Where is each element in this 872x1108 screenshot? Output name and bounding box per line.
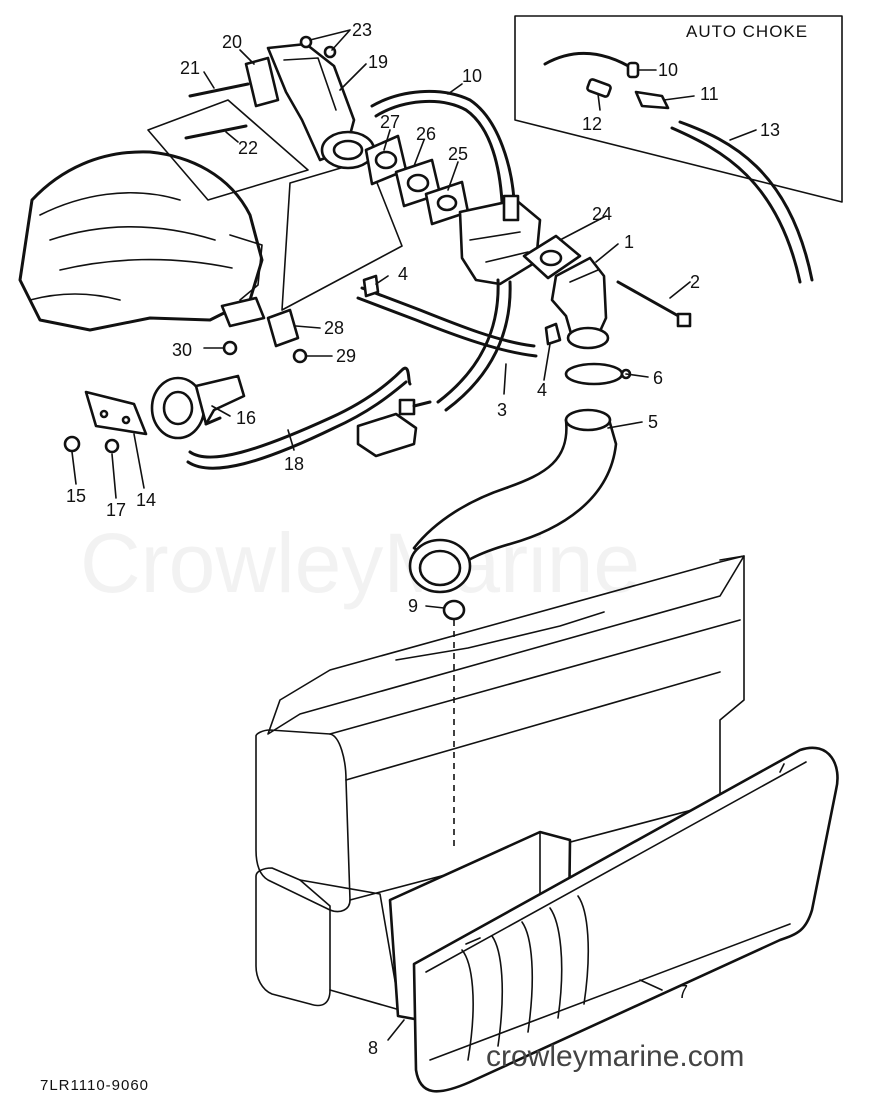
callout-23: 23 (352, 20, 372, 40)
callout-10: 10 (462, 66, 482, 86)
nut-17 (104, 438, 120, 454)
grommet-9 (442, 599, 466, 621)
callout-1: 1 (624, 232, 634, 252)
choke-hose-13 (678, 120, 814, 282)
callout-3: 3 (497, 400, 507, 420)
callout-11: 11 (700, 84, 719, 104)
callout-22: 22 (238, 138, 258, 158)
clip-4b (544, 322, 562, 346)
plate-14 (84, 390, 148, 436)
callout-4b: 4 (537, 380, 547, 400)
silencer-back (255, 555, 745, 913)
callout-5: 5 (648, 412, 658, 432)
callout-7: 7 (678, 982, 688, 1002)
choke-hose-10 (543, 51, 637, 72)
callout-25: 25 (448, 144, 468, 164)
callout-29: 29 (336, 346, 356, 366)
engine-block (18, 150, 264, 332)
callout-24: 24 (592, 204, 612, 224)
callout-17: 17 (106, 500, 126, 520)
silencer-lower (255, 867, 401, 1011)
choke-valve-11 (634, 90, 670, 110)
callout-30: 30 (172, 340, 192, 360)
bolt-2 (616, 280, 684, 320)
callout-21: 21 (180, 58, 200, 78)
cover-7 (412, 746, 839, 1093)
callout-18: 18 (284, 454, 304, 474)
callout-15: 15 (66, 486, 86, 506)
callout-16: 16 (236, 408, 256, 428)
callout-4a: 4 (398, 264, 408, 284)
leader-lines (71, 29, 757, 1041)
callout-14: 14 (136, 490, 156, 510)
figure-code: 7LR1110-9060 (40, 1077, 149, 1094)
screw-15 (63, 435, 81, 453)
callout-6: 6 (653, 368, 663, 388)
nut-29 (292, 348, 308, 364)
hose-3 (360, 286, 536, 348)
watermark-text: CrowleyMarine (80, 516, 640, 610)
callout-9: 9 (408, 596, 418, 616)
callout-26: 26 (416, 124, 436, 144)
clamp-6 (564, 362, 624, 386)
inset-title: AUTO CHOKE (686, 22, 808, 41)
hose-18 (188, 366, 412, 459)
diaphragm-16 (150, 374, 246, 440)
callout-labels: 1 2 3 4 4 5 6 7 8 9 10 10 11 12 13 14 15… (66, 20, 780, 1058)
callout-27: 27 (380, 112, 400, 132)
gasket-20 (244, 56, 280, 108)
callout-19: 19 (368, 52, 388, 72)
elbow-1 (550, 256, 610, 350)
callout-10-inset: 10 (658, 60, 678, 80)
manifold-19 (266, 42, 376, 170)
bracket-28 (266, 308, 300, 348)
choke-connector-12 (586, 78, 612, 98)
hose-10 (370, 90, 516, 202)
hose-end (626, 61, 640, 79)
clip-4a (362, 274, 380, 298)
auto-choke-inset: AUTO CHOKE (514, 15, 843, 284)
mount-plane-lower (281, 159, 403, 311)
site-url: crowleymarine.com (486, 1040, 744, 1073)
mount-plane-upper (147, 99, 309, 201)
hose-5 (408, 408, 618, 594)
callout-8: 8 (368, 1038, 378, 1058)
callout-28: 28 (324, 318, 344, 338)
stud-22 (184, 124, 248, 140)
nut-30 (222, 340, 238, 356)
callout-2: 2 (690, 272, 700, 292)
callout-20: 20 (222, 32, 242, 52)
callout-12: 12 (582, 114, 602, 134)
valve-assembly (356, 398, 432, 458)
callout-13: 13 (760, 120, 780, 140)
carburetor (458, 194, 542, 286)
stud-21 (188, 82, 250, 98)
screw-23a (299, 35, 313, 49)
